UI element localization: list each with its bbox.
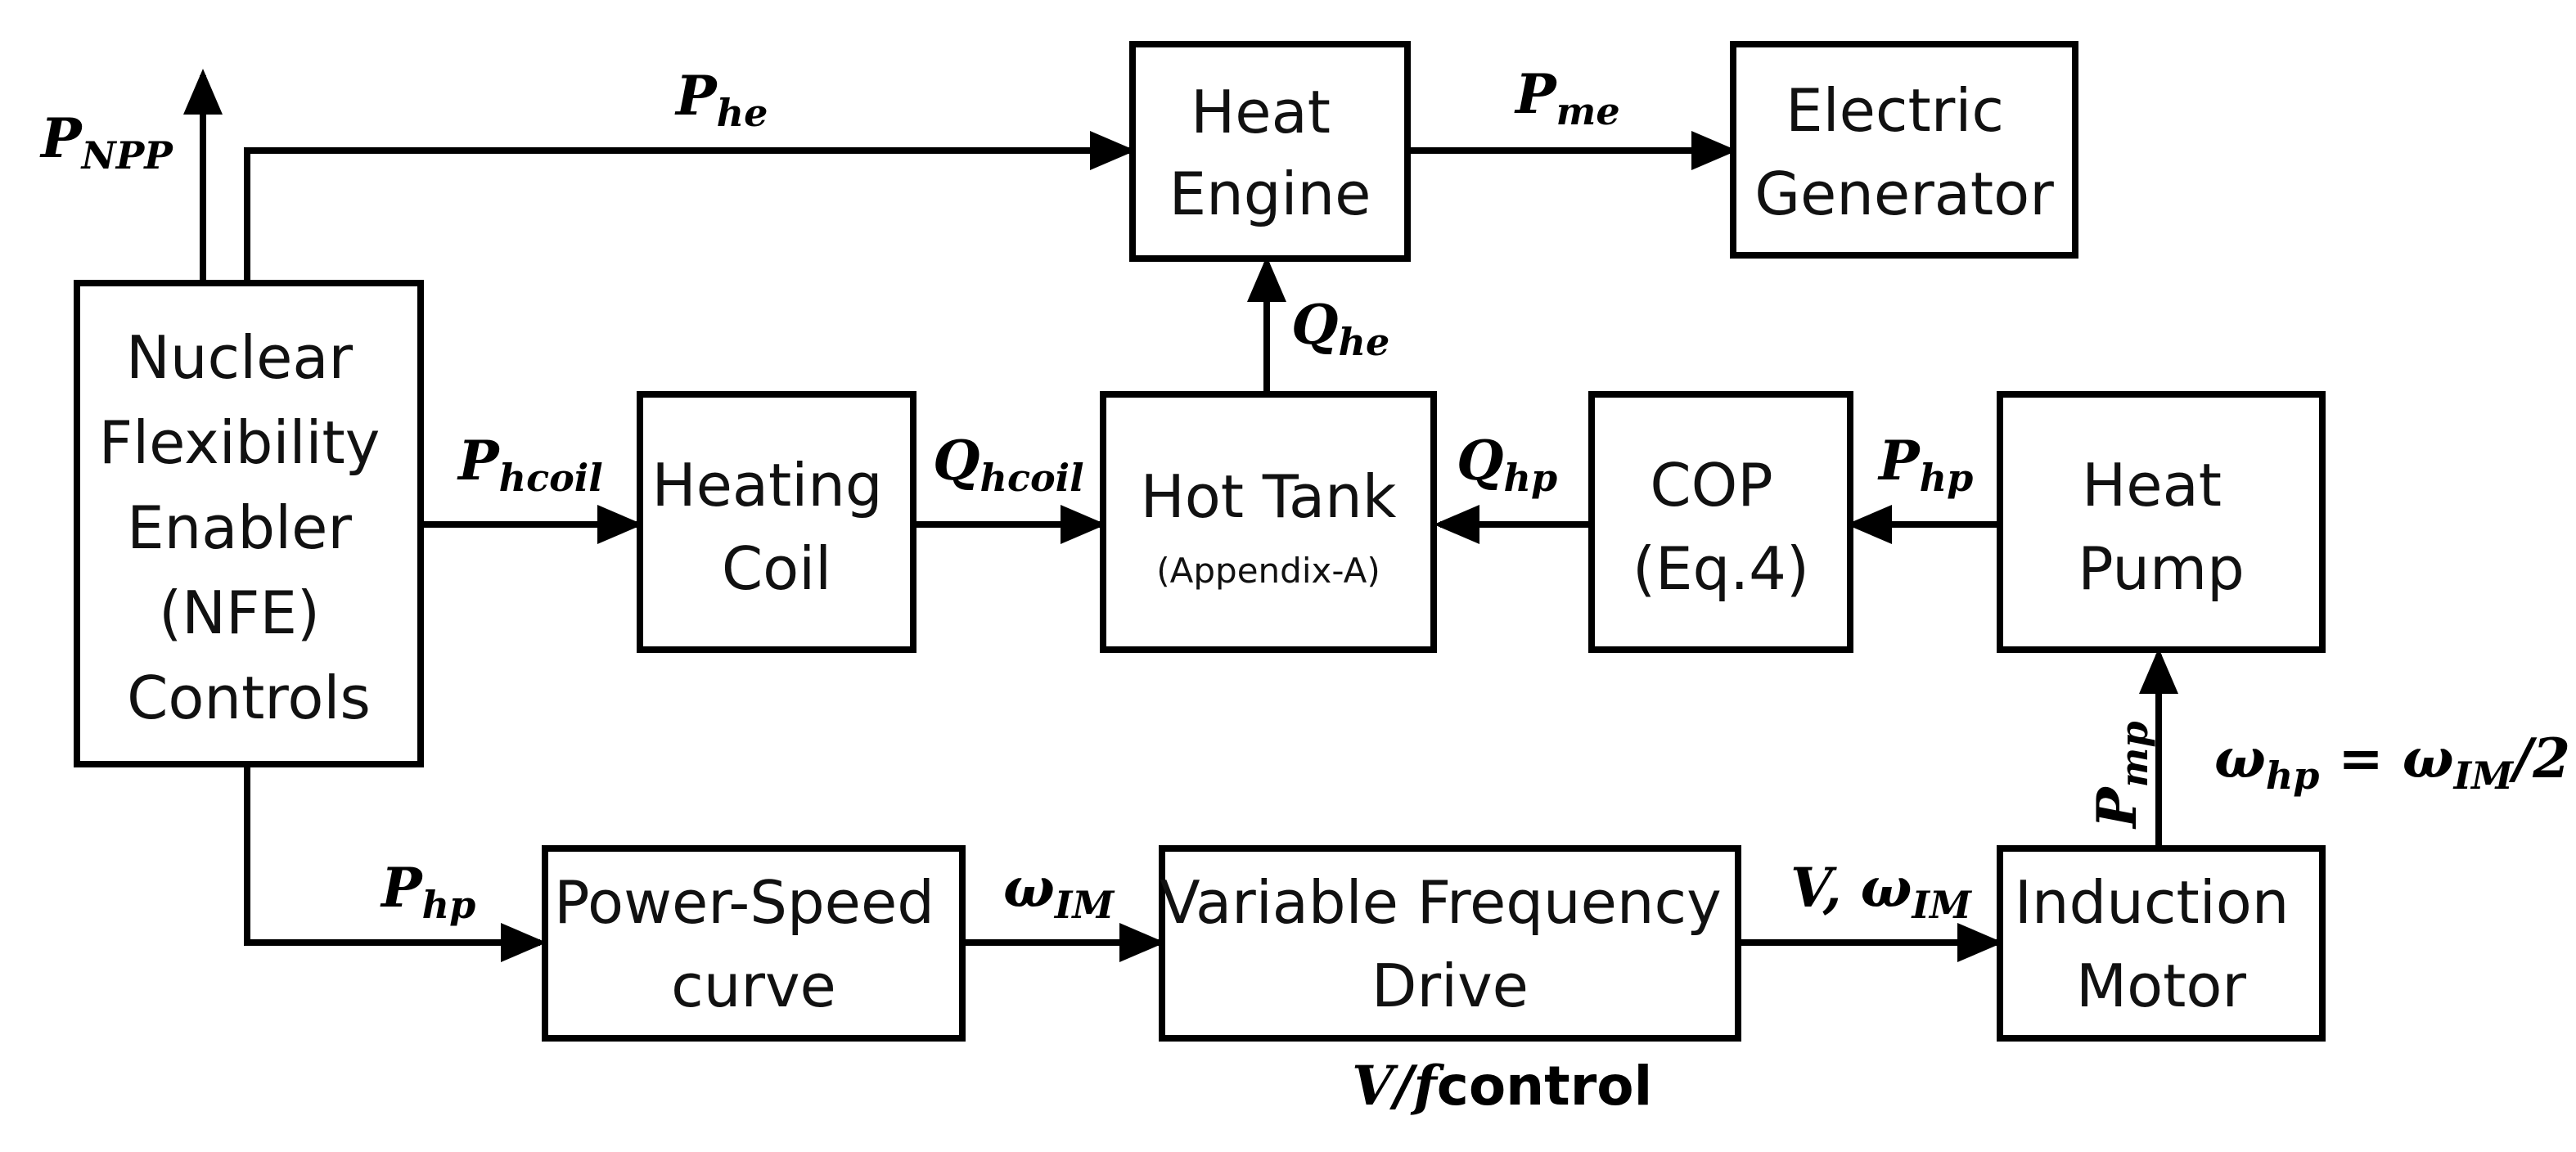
label-q-hcoil: Qhcoil	[933, 429, 1084, 500]
connectors	[183, 69, 2178, 962]
block-variable-frequency-drive: Variable Frequency Drive	[1159, 845, 1741, 1042]
nfe-line-4: (NFE)	[159, 578, 320, 647]
generator-line-2: Generator	[1754, 160, 2054, 228]
heating-coil-line-2: Coil	[722, 534, 831, 603]
nfe-line-2: Flexibility	[99, 408, 381, 477]
power-speed-line-2: curve	[671, 952, 836, 1020]
nfe-line-1: Nuclear	[126, 323, 354, 392]
label-omega-im: ωIM	[1003, 856, 1115, 927]
vfd-line-1: Variable Frequency	[1160, 868, 1721, 937]
signal-labels: PNPP Phe Pme Qhe Phcoil Qhcoil Qhp Php P…	[39, 62, 2570, 1118]
svg-text:Nuclear Flexibility: Nuclear Flexibility Enabler (NFE) Contro…	[99, 323, 399, 732]
svg-text:Power-Speed curve: Power-Speed curve	[554, 868, 953, 1020]
heat-pump-line-2: Pump	[2078, 534, 2245, 603]
nfe-line-3: Enabler	[127, 493, 352, 562]
block-cop: COP (Eq.4)	[1588, 391, 1853, 653]
vfd-line-2: Drive	[1371, 952, 1529, 1020]
label-p-hp-top: Php	[1877, 429, 1973, 500]
label-p-hcoil: Phcoil	[457, 429, 603, 500]
cop-line-1: COP	[1650, 451, 1772, 520]
block-power-speed-curve: Power-Speed curve	[542, 845, 966, 1042]
label-p-me: Pme	[1514, 62, 1620, 133]
motor-line-2: Motor	[2076, 952, 2246, 1020]
block-nfe-controls: Nuclear Flexibility Enabler (NFE) Contro…	[74, 280, 424, 767]
generator-line-1: Electric	[1786, 76, 2004, 145]
svg-text:Hot Tank: Hot Tank	[1141, 462, 1397, 531]
heat-pump-line-1: Heat	[2082, 451, 2222, 520]
svg-text:Electric Generator: Electric Generator	[1754, 76, 2054, 228]
motor-line-1: Induction	[2015, 868, 2290, 937]
svg-text:COP (Eq.4): COP (Eq.4)	[1633, 451, 1809, 603]
arrow-nfe-to-power-speed	[244, 763, 547, 962]
label-q-he: Qhe	[1291, 293, 1389, 364]
label-vf-control: V/fcontrol	[1352, 1054, 1652, 1118]
svg-text:Heating Coil: Heating Coil	[651, 451, 901, 603]
heating-coil-line-1: Heating	[651, 451, 882, 520]
hot-tank-line-2: (Appendix-A)	[1156, 551, 1380, 591]
power-speed-line-1: Power-Speed	[554, 868, 934, 937]
nfe-line-5: Controls	[127, 664, 371, 732]
label-q-hp: Qhp	[1457, 429, 1557, 500]
svg-text:(Appendix-A): (Appendix-A)	[1156, 551, 1380, 591]
arrow-nfe-to-heat-engine	[244, 131, 1136, 280]
label-p-mp: Pmp	[2085, 722, 2156, 830]
label-v-omega-im: V, ωIM	[1790, 856, 1973, 927]
label-p-he: Phe	[674, 64, 768, 135]
block-induction-motor: Induction Motor	[1997, 845, 2326, 1042]
block-hot-tank: Hot Tank (Appendix-A)	[1100, 391, 1437, 653]
svg-text:Induction Motor: Induction Motor	[2015, 868, 2308, 1020]
block-electric-generator: Electric Generator	[1730, 41, 2078, 259]
label-p-hp-bottom: Php	[380, 856, 475, 927]
hot-tank-line-1: Hot Tank	[1141, 462, 1397, 531]
block-heating-coil: Heating Coil	[637, 391, 916, 653]
block-heat-engine: Heat Engine	[1129, 41, 1411, 262]
svg-text:Variable Frequency Drive: Variable Frequency Drive	[1160, 868, 1740, 1020]
heat-engine-line-2: Engine	[1169, 160, 1371, 228]
label-omega-relation: ωhp = ωIM/2	[2214, 727, 2570, 798]
svg-text:Heat Engine: Heat Engine	[1169, 78, 1371, 228]
cop-line-2: (Eq.4)	[1633, 534, 1809, 603]
label-p-npp: PNPP	[39, 106, 173, 178]
svg-text:Heat Pump: Heat Pump	[2078, 451, 2245, 603]
block-heat-pump: Heat Pump	[1997, 391, 2326, 653]
heat-engine-line-1: Heat	[1191, 78, 1331, 146]
